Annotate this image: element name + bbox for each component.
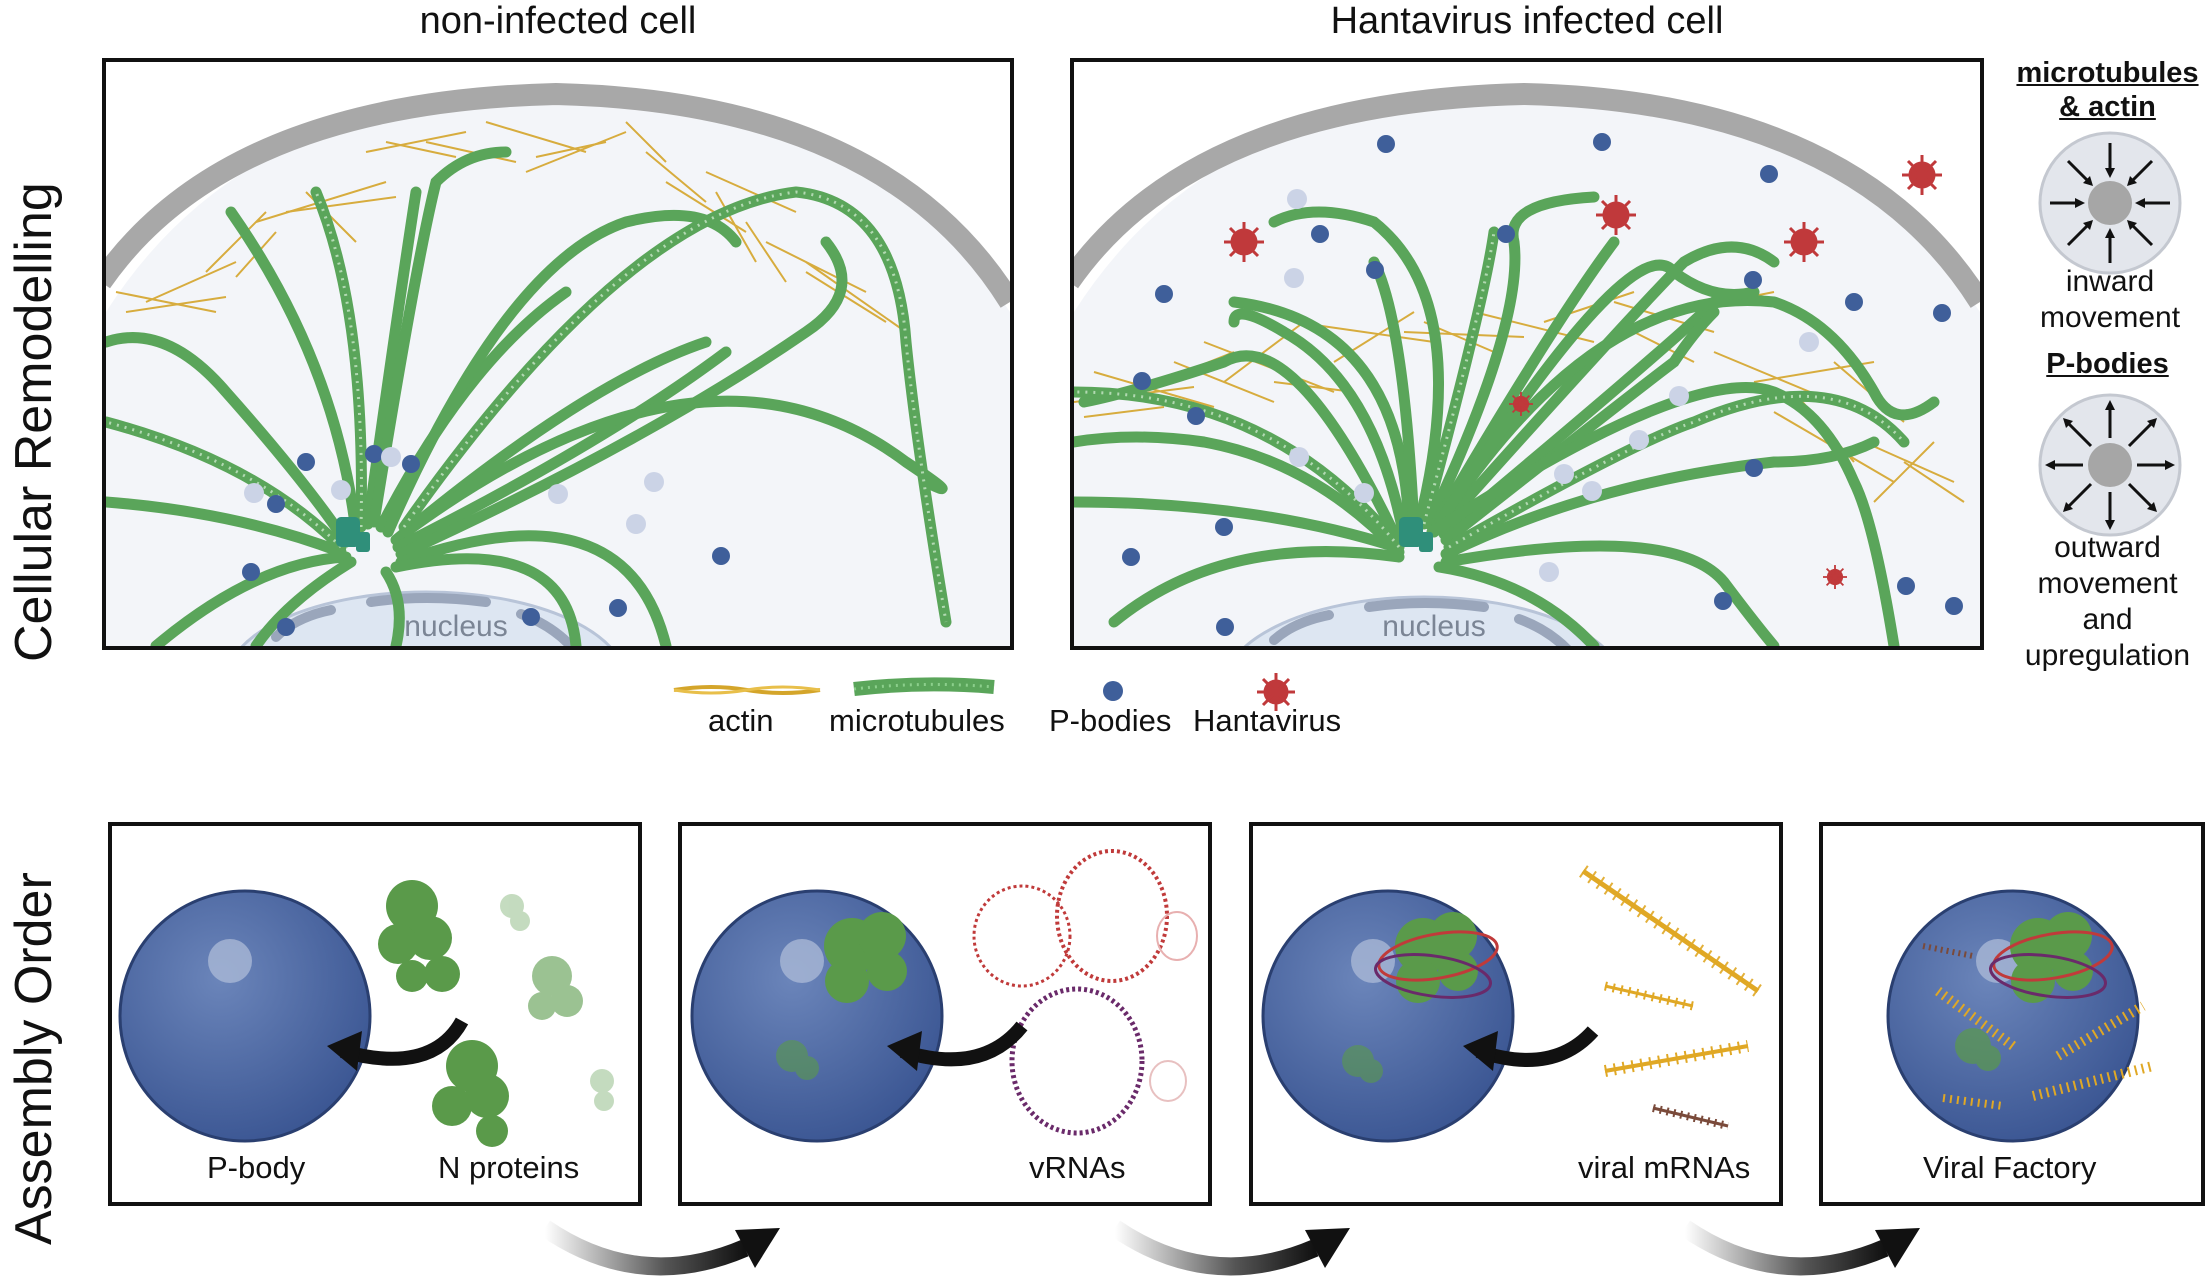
side-head-p-bodies: P-bodies — [2046, 348, 2169, 380]
vrna-loop — [1009, 986, 1145, 1136]
row-title-assembly-order: Assembly Order — [5, 872, 63, 1245]
vrna-loop — [1055, 849, 1169, 983]
p-body-dot — [1133, 372, 1151, 390]
nucleus-shape — [1243, 595, 1605, 646]
outward-movement-icon — [2038, 393, 2182, 537]
progression-arrow-1 — [540, 1220, 780, 1276]
progression-arrow-2 — [1110, 1220, 1350, 1276]
step-panel-2 — [678, 822, 1212, 1206]
side-text-inward: inward movement — [2039, 265, 2181, 334]
p-body-dot — [712, 547, 730, 565]
side-text-outward: outward movement and upregulation — [2024, 531, 2191, 672]
p-bodies-legend-swatch — [1103, 681, 1123, 701]
hantavirus-particle — [1784, 222, 1824, 262]
p-body-dot — [1744, 271, 1762, 289]
n-protein-cluster — [824, 912, 907, 1003]
step-4-illustration — [1886, 889, 2155, 1143]
step-3-label-b: viral mRNAs — [1578, 1150, 1751, 1185]
hantavirus-particle — [1224, 222, 1264, 262]
panel-infected-cell: nucleus — [1070, 58, 1984, 650]
viral-mrna-strand — [1604, 981, 1694, 1011]
p-body-dot — [609, 599, 627, 617]
inward-movement-icon — [2038, 131, 2182, 275]
p-body-dot — [277, 618, 295, 636]
hantavirus-particle — [1508, 391, 1534, 417]
hantavirus-particle — [1822, 564, 1848, 590]
non-infected-cell-illustration: nucleus — [106, 62, 1010, 646]
step-panel-1 — [108, 822, 642, 1206]
hantavirus-legend-swatch — [1257, 673, 1295, 711]
row-title-cellular-remodelling: Cellular Remodelling — [5, 182, 63, 662]
step-1-label-b: N proteins — [438, 1150, 580, 1185]
p-body-dot — [365, 445, 383, 463]
p-body-dot — [1122, 548, 1140, 566]
hantavirus-particle — [1596, 195, 1636, 235]
legend-actin-label: actin — [708, 703, 774, 738]
p-body-dot — [1187, 407, 1205, 425]
step-2-label-b: vRNAs — [1029, 1150, 1126, 1185]
infected-cell-illustration: nucleus — [1074, 62, 1980, 646]
p-body-dot — [1593, 133, 1611, 151]
viral-factory-sphere — [1886, 889, 2140, 1143]
panel-title-infected: Hantavirus infected cell — [1330, 0, 1724, 42]
p-body-dot — [1497, 225, 1515, 243]
p-body-dot — [1933, 304, 1951, 322]
p-body-dot — [1377, 135, 1395, 153]
p-body-dot — [1366, 261, 1384, 279]
p-body-dot — [297, 453, 315, 471]
p-body-dot — [1215, 518, 1233, 536]
p-body-dot — [1311, 225, 1329, 243]
p-body-dot — [1745, 459, 1763, 477]
microtubules-legend-swatch — [853, 677, 995, 696]
p-body-dot — [1845, 293, 1863, 311]
progression-arrow-3 — [1680, 1220, 1920, 1276]
p-body-dot — [242, 563, 260, 581]
nucleus-shape — [240, 590, 612, 646]
step-2-illustration — [690, 849, 1198, 1143]
actin-legend-swatch — [673, 685, 821, 695]
legend-p-bodies-label: P-bodies — [1049, 703, 1172, 738]
vrna-loop — [972, 884, 1072, 988]
nucleus-label: nucleus — [1382, 610, 1485, 643]
p-body-dot — [1760, 165, 1778, 183]
legend-hantavirus-label: Hantavirus — [1193, 703, 1342, 738]
p-body-dot — [522, 608, 540, 626]
legend-microtubules-label: microtubules — [829, 703, 1005, 738]
p-body-dot — [1897, 577, 1915, 595]
step-4-label-b: Viral Factory — [1923, 1150, 2097, 1185]
p-body-dot — [402, 455, 420, 473]
n-protein-cluster — [378, 880, 509, 1147]
viral-mrna-strand — [1603, 1040, 1750, 1077]
side-head-microtubules-actin: microtubules & actin — [2016, 57, 2199, 123]
p-body-dot — [1216, 618, 1234, 636]
hantavirus-particle — [1902, 155, 1942, 195]
p-body-dot — [267, 495, 285, 513]
step-panel-4 — [1819, 822, 2205, 1206]
step-3-illustration — [1261, 865, 1762, 1143]
viral-mrna-strand — [1652, 1104, 1729, 1130]
panel-title-non-infected: non-infected cell — [419, 0, 697, 42]
p-body-dot — [1714, 592, 1732, 610]
p-body-sphere — [118, 889, 372, 1143]
p-body-dot — [1945, 597, 1963, 615]
panel-non-infected-cell: nucleus — [102, 58, 1014, 650]
step-1-illustration — [118, 880, 614, 1147]
step-1-label-a: P-body — [207, 1150, 306, 1185]
viral-mrna-strand — [1579, 865, 1762, 997]
nucleus-label: nucleus — [404, 610, 507, 643]
p-body-dot — [1155, 285, 1173, 303]
step-panel-3 — [1249, 822, 1783, 1206]
